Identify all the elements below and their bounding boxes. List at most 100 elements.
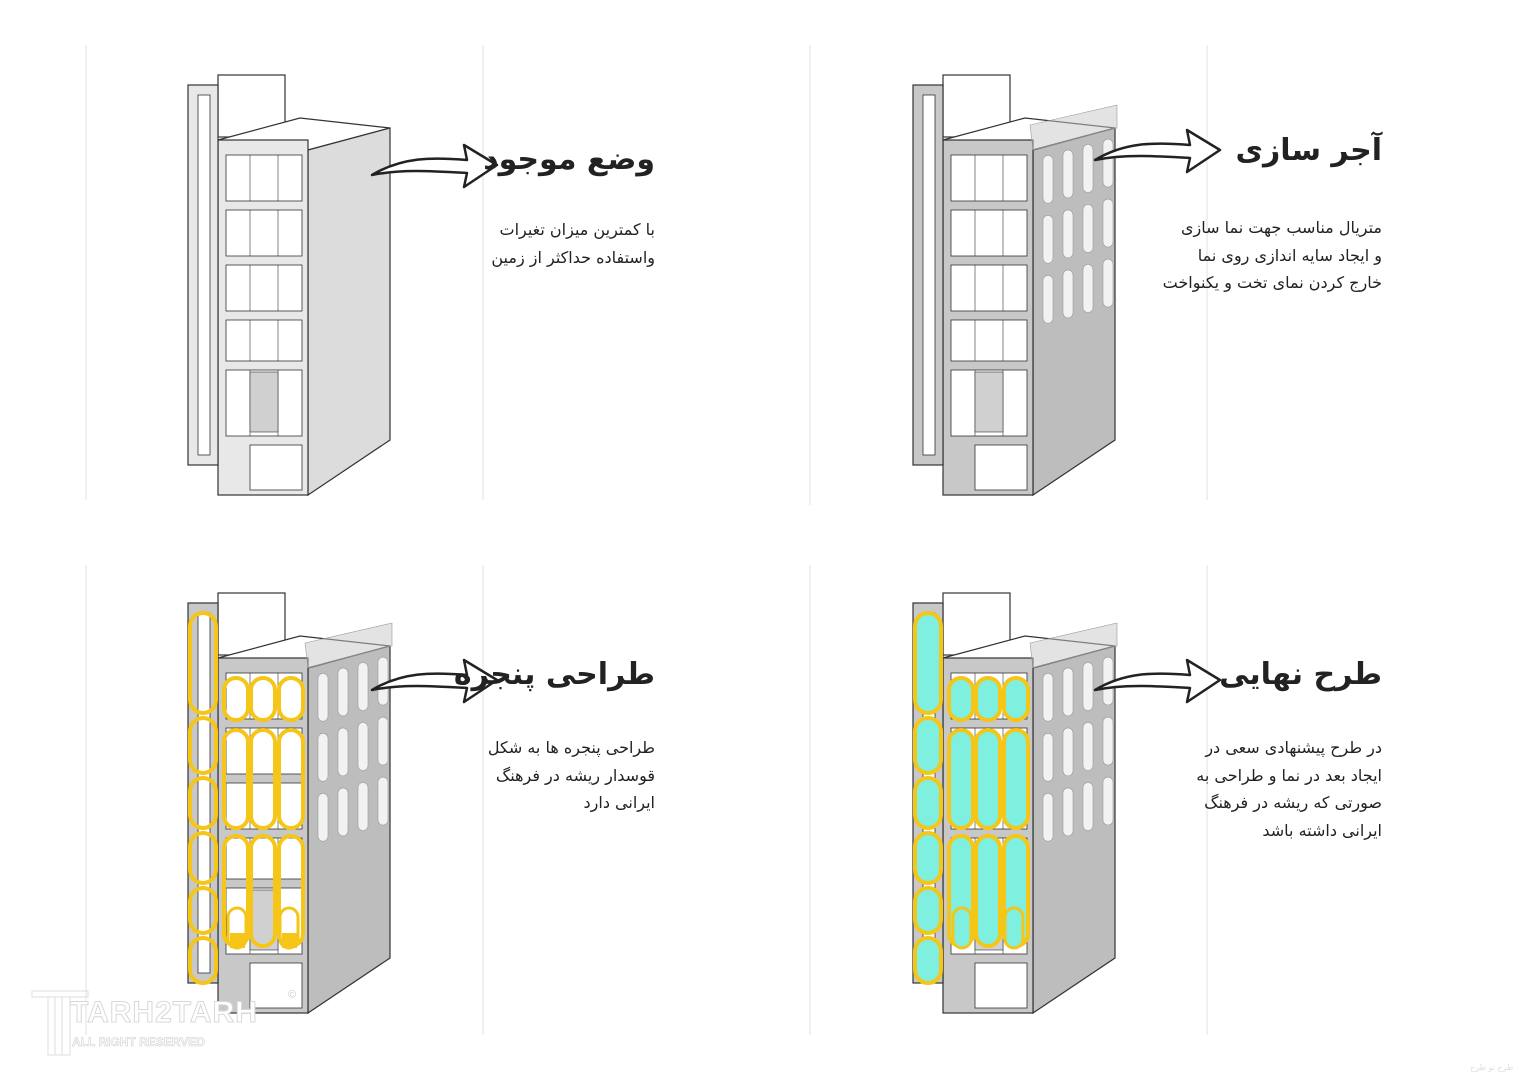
brick-oval bbox=[337, 667, 349, 717]
arched-window bbox=[222, 728, 250, 830]
entrance bbox=[249, 962, 303, 1009]
floor-opening bbox=[225, 837, 303, 880]
panel-body-window: طراحی پنجره ها به شکل قوسدار ریشه در فره… bbox=[488, 734, 655, 817]
arched-window bbox=[951, 906, 973, 950]
brick-oval bbox=[377, 776, 389, 826]
watermark: TARH2TARH © ALL RIGHT RESERVED bbox=[30, 985, 330, 1065]
brick-oval bbox=[1102, 258, 1114, 308]
arrow-icon bbox=[1093, 658, 1222, 704]
arched-window bbox=[913, 886, 943, 935]
floor-opening bbox=[225, 154, 303, 202]
brick-oval bbox=[357, 662, 369, 711]
brick-oval bbox=[337, 727, 349, 777]
brick-oval bbox=[1062, 727, 1074, 777]
brick-oval bbox=[1062, 787, 1074, 837]
brick-oval bbox=[337, 787, 349, 837]
arched-window bbox=[913, 831, 943, 885]
arched-window bbox=[188, 831, 218, 885]
panel-body-final: در طرح پیشنهادی سعی در ایجاد بعد در نما … bbox=[1196, 734, 1382, 844]
arrow-shape bbox=[370, 143, 499, 189]
brick-oval bbox=[1102, 776, 1114, 826]
arched-window bbox=[913, 716, 943, 775]
panel-title-brick: آجر سازی bbox=[1235, 133, 1382, 168]
side-face bbox=[307, 127, 391, 497]
entrance bbox=[974, 962, 1028, 1009]
arched-window bbox=[1002, 676, 1030, 722]
brick-oval bbox=[1042, 733, 1054, 782]
brick-oval bbox=[1082, 662, 1094, 711]
building-final bbox=[912, 592, 1222, 1015]
body-line: قوسدار ریشه در فرهنگ bbox=[495, 765, 655, 785]
arched-window bbox=[222, 676, 250, 722]
building-brick bbox=[912, 74, 1222, 497]
left-strip-opening bbox=[197, 94, 211, 456]
watermark-copyright: © bbox=[288, 989, 297, 1001]
panel-body-brick: متریال مناسب جهت نما سازی و ایجاد سایه ا… bbox=[1163, 214, 1382, 297]
arched-window bbox=[1003, 906, 1025, 950]
brick-oval bbox=[1082, 144, 1094, 193]
body-line: ایرانی دارد bbox=[583, 793, 655, 812]
brick-oval bbox=[1102, 716, 1114, 766]
arched-window bbox=[188, 886, 218, 935]
arched-window bbox=[947, 676, 975, 722]
door-panel bbox=[249, 371, 279, 433]
body-line: خارج کردن نمای تخت و یکنواخت bbox=[1162, 273, 1382, 292]
body-line: ایجاد بعد در نما و طراحی به bbox=[1196, 765, 1382, 785]
arched-window bbox=[277, 676, 305, 722]
arched-window bbox=[1002, 728, 1030, 830]
entrance bbox=[249, 444, 303, 491]
brick-oval bbox=[1042, 155, 1054, 204]
floor-opening bbox=[225, 727, 303, 775]
watermark-tagline: ALL RIGHT RESERVED bbox=[72, 1035, 206, 1050]
arched-window bbox=[974, 834, 1002, 948]
arched-window bbox=[947, 728, 975, 830]
door-panel bbox=[974, 371, 1004, 433]
arched-window bbox=[249, 676, 277, 722]
brick-oval bbox=[1082, 204, 1094, 253]
brick-oval bbox=[1082, 782, 1094, 831]
window-panel bbox=[230, 933, 245, 948]
brick-oval bbox=[1082, 722, 1094, 771]
arched-window bbox=[974, 676, 1002, 722]
brick-oval bbox=[317, 673, 329, 722]
floor-opening bbox=[225, 782, 303, 830]
corner-watermark: طرح تو طرح bbox=[1470, 1063, 1514, 1072]
arched-window bbox=[188, 716, 218, 775]
brick-oval bbox=[1062, 269, 1074, 319]
brick-oval bbox=[1042, 215, 1054, 264]
panel-title-window: طراحی پنجره bbox=[453, 657, 655, 692]
body-line: در طرح پیشنهادی سعی در bbox=[1205, 738, 1382, 757]
brick-screen-top bbox=[1029, 622, 1118, 669]
floor-opening bbox=[950, 209, 1028, 257]
arched-window bbox=[188, 776, 218, 830]
building-window bbox=[187, 592, 499, 1015]
pillar-logo-icon bbox=[31, 990, 89, 1056]
floor-opening bbox=[950, 264, 1028, 312]
brick-oval bbox=[317, 792, 329, 842]
arched-window bbox=[277, 728, 305, 830]
panel-title-existing: وضع موجود bbox=[483, 142, 655, 177]
arched-window bbox=[249, 728, 277, 830]
arrow-icon bbox=[370, 658, 499, 704]
body-line: ایرانی داشته باشد bbox=[1262, 820, 1382, 840]
floor-opening bbox=[225, 319, 303, 362]
brick-oval bbox=[357, 722, 369, 771]
building-existing bbox=[187, 74, 499, 497]
brick-oval bbox=[1062, 667, 1074, 717]
panel-title-final: طرح نهایی bbox=[1219, 657, 1382, 692]
brick-oval bbox=[357, 782, 369, 831]
brick-oval bbox=[1042, 673, 1054, 722]
body-line: متریال مناسب جهت نما سازی bbox=[1181, 218, 1382, 237]
arched-window bbox=[913, 611, 943, 715]
floor-opening bbox=[225, 264, 303, 312]
brick-oval bbox=[377, 716, 389, 766]
panel-body-existing: با کمترین میزان تغیرات واستفاده حداکثر ا… bbox=[491, 216, 655, 271]
body-line: طراحی پنجره ها به شکل bbox=[487, 738, 655, 757]
brick-oval bbox=[1102, 198, 1114, 248]
floor-opening bbox=[225, 209, 303, 257]
arrow-icon bbox=[1093, 128, 1222, 174]
arrow-shape bbox=[1093, 128, 1222, 174]
brick-oval bbox=[1082, 264, 1094, 313]
brick-screen-top bbox=[304, 622, 393, 669]
